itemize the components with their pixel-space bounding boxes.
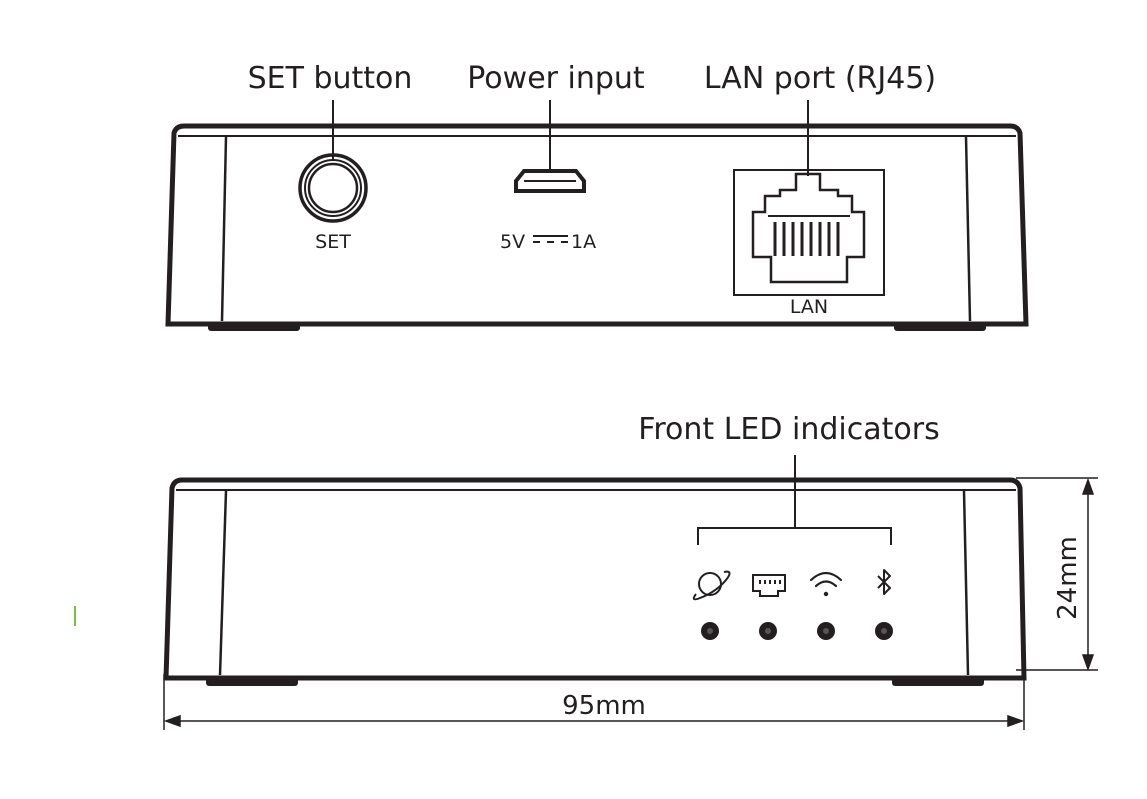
rear-foot-right: [894, 322, 986, 331]
width-dimension-label: 95mm: [562, 691, 646, 721]
rear-enclosure: [165, 123, 1029, 327]
power-input-callout: Power input: [467, 61, 645, 96]
wifi-icon: [809, 571, 843, 597]
power-rating-5v: 5V: [500, 231, 525, 253]
lan-port-label: LAN: [790, 296, 828, 318]
lan-port: [733, 169, 885, 296]
front-foot-right: [892, 677, 984, 686]
height-dimension: [1016, 477, 1098, 672]
set-port-label: SET: [315, 231, 351, 253]
rear-foot-left: [208, 322, 300, 331]
height-dimension-label: 24mm: [1053, 536, 1083, 620]
bluetooth-icon: [877, 569, 891, 595]
lan-icon: [752, 574, 786, 597]
front-enclosure: [163, 477, 1027, 681]
width-dimension: [163, 674, 1025, 730]
led-row: [701, 622, 893, 640]
lan-port-callout: LAN port (RJ45): [704, 61, 936, 96]
rj45-contacts: [773, 222, 840, 256]
globe-icon: [692, 570, 731, 601]
led-indicators-callout: Front LED indicators: [638, 412, 939, 447]
power-rating-1a: 1A: [571, 231, 596, 253]
power-rating-symbol: [533, 235, 568, 243]
rear-view: [165, 100, 1029, 331]
set-button-callout: SET button: [248, 61, 413, 96]
front-view: [163, 455, 1098, 730]
front-foot-left: [206, 677, 298, 686]
